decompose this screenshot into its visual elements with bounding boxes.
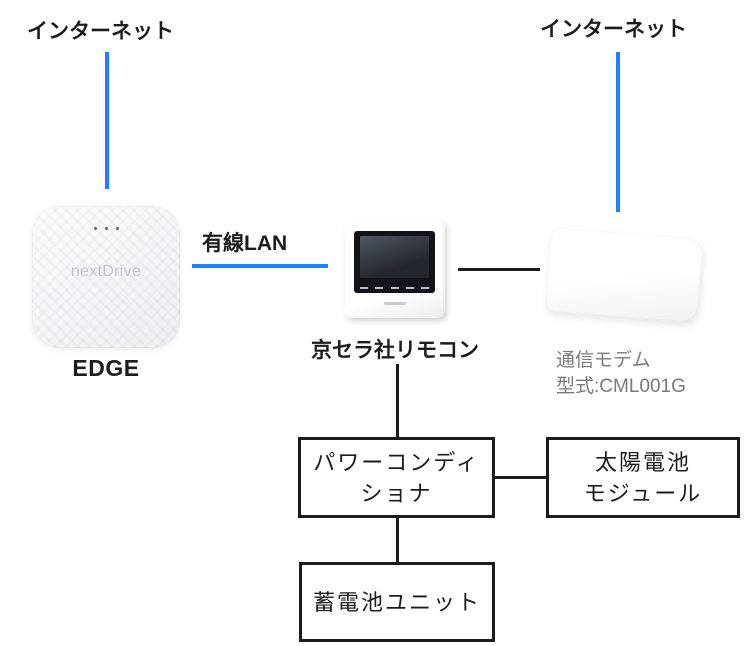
edge-status-dots-icon — [32, 227, 180, 230]
modem-model: 型式:CML001G — [556, 376, 686, 397]
remote-label: 京セラ社リモコン — [311, 339, 479, 362]
internet-label-right: インターネット — [540, 18, 687, 41]
solar-module-label-line1: 太陽電池 — [594, 449, 691, 475]
battery-unit-box: 蓄電池ユニット — [299, 562, 495, 642]
solar-module-box: 太陽電池 モジュール — [546, 437, 740, 518]
internet-line-left — [105, 52, 109, 189]
power-conditioner-box: パワーコンディ ショナ — [298, 437, 495, 518]
remote-display — [360, 236, 429, 278]
modem-device-image — [544, 227, 704, 323]
edge-label: EDGE — [72, 355, 140, 381]
remote-buttons — [360, 287, 429, 289]
wired-lan-label: 有線LAN — [202, 232, 288, 255]
modem-label: 通信モデム 型式:CML001G — [556, 348, 686, 400]
remote-maker-logo — [384, 302, 406, 305]
pcs-battery-line — [396, 517, 399, 563]
modem-name: 通信モデム — [556, 350, 651, 371]
edge-device-image: nextDrive — [32, 206, 180, 348]
nextdrive-logo: nextDrive — [70, 263, 142, 280]
internet-line-right — [616, 52, 620, 212]
wired-lan-line — [192, 264, 328, 268]
remote-pcs-line — [396, 364, 399, 438]
internet-label-left: インターネット — [27, 20, 174, 43]
remote-screen — [354, 231, 435, 293]
solar-module-label-line2: モジュール — [583, 480, 703, 506]
remote-device-image — [345, 220, 445, 318]
battery-unit-label: 蓄電池ユニット — [312, 589, 481, 615]
power-conditioner-label-line1: パワーコンディ — [313, 449, 480, 475]
remote-modem-line — [458, 268, 540, 271]
power-conditioner-label-line2: ショナ — [360, 480, 433, 506]
pcs-solar-line — [494, 476, 547, 479]
